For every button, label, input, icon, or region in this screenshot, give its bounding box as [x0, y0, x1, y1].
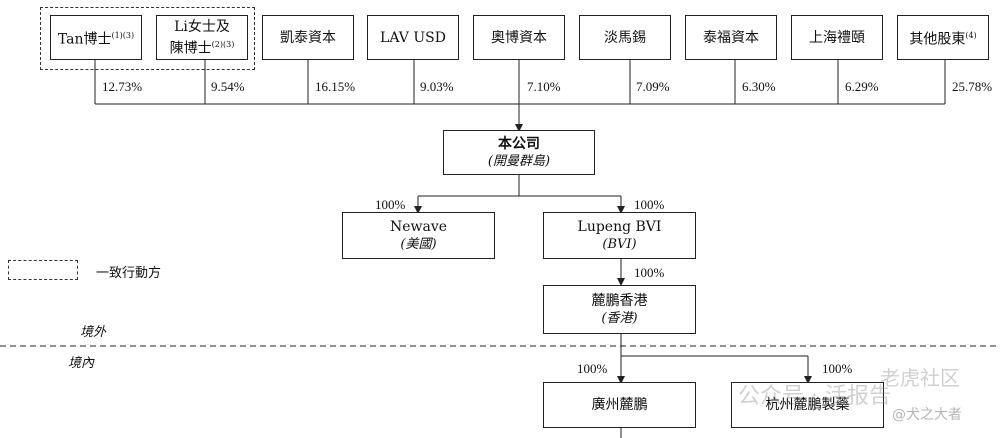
newave-jurisdiction: (美國)	[400, 236, 437, 252]
lupeng-bvi-box: Lupeng BVI (BVI)	[543, 212, 696, 259]
hangzhou-box: 杭州麓鵬製藥	[731, 382, 884, 428]
shareholder-danmaxi-name: 淡馬錫	[604, 29, 646, 46]
company-box: 本公司 (開曼群島)	[443, 130, 595, 175]
pct-lupeng-hk: 100%	[634, 265, 665, 280]
pct-aobo: 7.10%	[527, 79, 561, 94]
shareholder-kaitai-box: 凱泰資本	[262, 15, 354, 60]
pct-li: 9.54%	[211, 79, 245, 94]
watermark-author: @犬之大者	[892, 407, 962, 423]
shareholder-lav-box: LAV USD	[367, 15, 459, 60]
legend-label: 一致行動方	[96, 266, 162, 281]
shareholder-aobo-box: 奧博資本	[473, 15, 565, 60]
shareholder-other-name: 其他股東	[909, 31, 966, 48]
shareholder-tan-box: Tan博士(1)(3)	[50, 15, 142, 60]
shareholder-danmaxi-box: 淡馬錫	[579, 15, 671, 60]
shareholder-shanghai-name: 上海禮頤	[809, 29, 865, 46]
shareholder-other-footnote: (4)	[965, 30, 977, 40]
shareholder-shanghai-box: 上海禮頤	[791, 15, 883, 60]
shareholder-taifu-name: 泰福資本	[703, 29, 759, 46]
guangzhou-box: 廣州麓鵬	[543, 382, 696, 428]
pct-other: 25.78%	[952, 79, 993, 94]
shareholder-li-footnote: (2)(3)	[211, 39, 235, 49]
zone-label-inside: 境內	[68, 356, 95, 371]
lupeng-hk-name: 麓鵬香港	[591, 292, 648, 309]
pct-hangzhou: 100%	[822, 361, 853, 376]
shareholder-tan-footnote: (1)(3)	[111, 30, 135, 40]
shareholder-li-line2: 陳博士	[169, 40, 212, 57]
zone-label-outside: 境外	[80, 325, 107, 340]
shareholder-tan-name: Tan博士	[57, 31, 112, 48]
newave-box: Newave (美國)	[342, 212, 495, 259]
lupeng-bvi-jurisdiction: (BVI)	[602, 236, 637, 252]
shareholder-li-box: Li女士及 陳博士(2)(3)	[156, 15, 248, 60]
lupeng-hk-box: 麓鵬香港 (香港)	[543, 285, 696, 334]
legend-dashed-swatch	[8, 260, 78, 280]
pct-newave: 100%	[375, 197, 406, 212]
shareholder-lav-name: LAV USD	[380, 29, 446, 46]
pct-lupeng-bvi: 100%	[634, 197, 665, 212]
newave-name: Newave	[389, 218, 448, 235]
company-jurisdiction: (開曼群島)	[487, 153, 551, 169]
watermark-community: 老虎社区	[880, 366, 960, 390]
shareholder-taifu-box: 泰福資本	[685, 15, 777, 60]
watermark-public-account: 公众号 · 活报告	[738, 384, 891, 409]
pct-tan: 12.73%	[102, 79, 143, 94]
shareholder-kaitai-name: 凱泰資本	[280, 29, 336, 46]
pct-lav: 9.03%	[420, 79, 454, 94]
hangzhou-name: 杭州麓鵬製藥	[765, 397, 850, 413]
pct-shanghai: 6.29%	[845, 79, 879, 94]
concert-party-group-border	[40, 7, 255, 70]
pct-danmaxi: 7.09%	[636, 79, 670, 94]
pct-taifu: 6.30%	[742, 79, 776, 94]
shareholder-li-line1: Li女士及	[174, 18, 230, 35]
lupeng-bvi-name: Lupeng BVI	[577, 218, 662, 235]
company-name: 本公司	[498, 135, 540, 152]
shareholder-aobo-name: 奧博資本	[491, 29, 547, 46]
pct-guangzhou: 100%	[577, 361, 608, 376]
pct-kaitai: 16.15%	[315, 79, 356, 94]
guangzhou-name: 廣州麓鵬	[591, 397, 648, 413]
shareholder-other-box: 其他股東(4)	[897, 15, 989, 60]
lupeng-hk-jurisdiction: (香港)	[601, 310, 638, 326]
